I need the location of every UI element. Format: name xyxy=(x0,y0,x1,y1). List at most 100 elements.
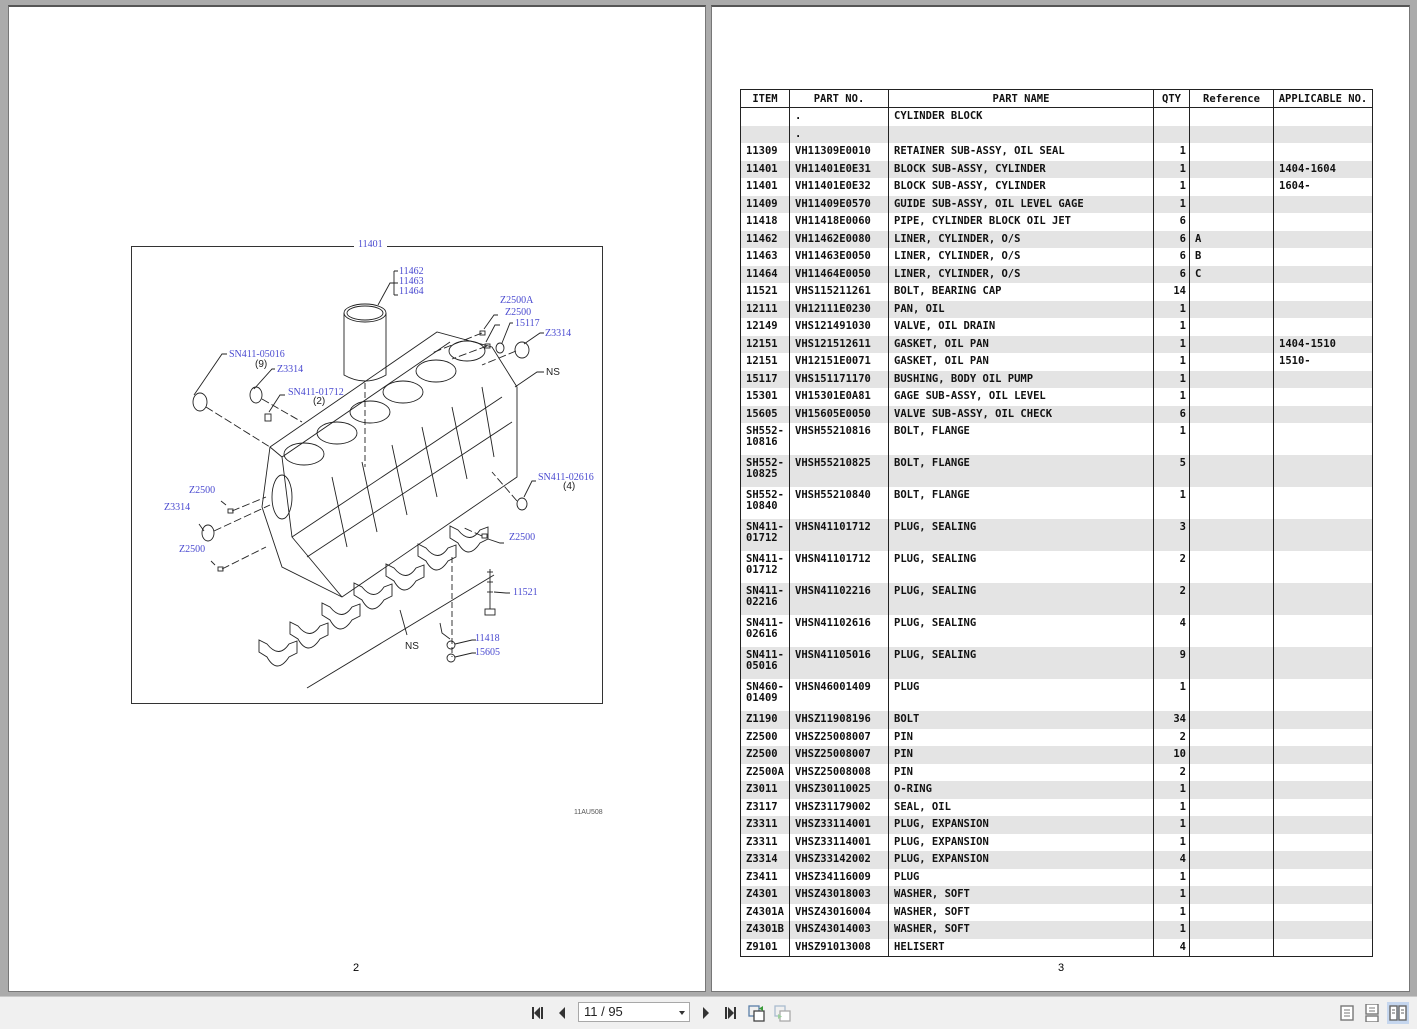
part-no-cell: VH11401E0E32 xyxy=(789,178,889,196)
continuous-view-button[interactable] xyxy=(1361,1002,1383,1024)
qty-cell: 2 xyxy=(1153,763,1190,781)
next-view-button[interactable] xyxy=(773,1003,793,1023)
part-name-cell: PIPE, CYLINDER BLOCK OIL JET xyxy=(888,213,1154,231)
qty-cell: 6 xyxy=(1153,230,1190,248)
part-no-cell: VH12111E0230 xyxy=(789,300,889,318)
qty-cell: 9 xyxy=(1153,647,1190,679)
single-page-view-button[interactable] xyxy=(1336,1002,1358,1024)
reference-cell xyxy=(1189,851,1274,869)
reference-cell xyxy=(1189,711,1274,729)
item-cell: SN411- 05016 xyxy=(740,647,790,679)
next-page-button[interactable] xyxy=(696,1003,716,1023)
applicable-no-cell xyxy=(1273,679,1373,711)
first-page-button[interactable] xyxy=(528,1003,548,1023)
applicable-no-cell xyxy=(1273,938,1373,957)
part-name-cell: PLUG, SEALING xyxy=(888,551,1154,583)
part-name-cell: BOLT xyxy=(888,711,1154,729)
callout-z2500-right[interactable]: Z2500 xyxy=(509,532,536,543)
callout-sn411-02616[interactable]: SN411-02616 xyxy=(538,472,594,483)
part-no-cell: VH15605E0050 xyxy=(789,405,889,423)
table-row[interactable]: . xyxy=(740,125,1373,143)
callout-11464[interactable]: 11464 xyxy=(399,286,424,297)
callout-sn411-05016[interactable]: SN411-05016 xyxy=(229,349,285,360)
page-number-select[interactable]: 11 / 95 xyxy=(578,1002,690,1022)
qty-cell: 14 xyxy=(1153,283,1190,301)
callout-11462[interactable]: 11462 xyxy=(399,266,424,277)
part-no-cell: VHSZ43016004 xyxy=(789,903,889,921)
part-name-cell xyxy=(888,125,1154,143)
item-cell: 11521 xyxy=(740,283,790,301)
callout-11463[interactable]: 11463 xyxy=(399,276,424,287)
callout-15605[interactable]: 15605 xyxy=(475,647,500,658)
callout-z2500-top[interactable]: Z2500 xyxy=(505,307,532,318)
qty-cell xyxy=(1153,125,1190,143)
reference-cell xyxy=(1189,551,1274,583)
callout-z3314-right[interactable]: Z3314 xyxy=(545,328,572,339)
previous-view-button[interactable] xyxy=(747,1003,767,1023)
callout-z2500-left[interactable]: Z2500 xyxy=(189,485,216,496)
callout-sn411-01712[interactable]: SN411-01712 xyxy=(288,387,344,398)
callout-z3314-bottom[interactable]: Z3314 xyxy=(164,502,191,513)
callout-15117[interactable]: 15117 xyxy=(515,318,540,329)
table-row[interactable]: .CYLINDER BLOCK xyxy=(740,107,1373,126)
applicable-no-cell xyxy=(1273,519,1373,551)
callout-z3314-left[interactable]: Z3314 xyxy=(277,364,304,375)
previous-page-button[interactable] xyxy=(552,1003,572,1023)
part-no-cell: VHSH55210825 xyxy=(789,455,889,487)
part-name-cell: LINER, CYLINDER, O/S xyxy=(888,265,1154,283)
part-no-cell: VHS115211261 xyxy=(789,283,889,301)
callout-11418[interactable]: 11418 xyxy=(475,633,500,644)
qty-cell: 6 xyxy=(1153,265,1190,283)
part-no-cell: VH11462E0080 xyxy=(789,230,889,248)
qty-cell: 1 xyxy=(1153,353,1190,371)
reference-cell xyxy=(1189,816,1274,834)
callout-z2500a[interactable]: Z2500A xyxy=(500,295,534,306)
part-no-cell: VHSN41101712 xyxy=(789,551,889,583)
last-page-button[interactable] xyxy=(720,1003,740,1023)
callout-z2500-bottom[interactable]: Z2500 xyxy=(179,544,206,555)
applicable-no-cell xyxy=(1273,798,1373,816)
callout-11521[interactable]: 11521 xyxy=(513,587,538,598)
item-cell: 11409 xyxy=(740,195,790,213)
two-page-view-button[interactable] xyxy=(1387,1002,1409,1024)
